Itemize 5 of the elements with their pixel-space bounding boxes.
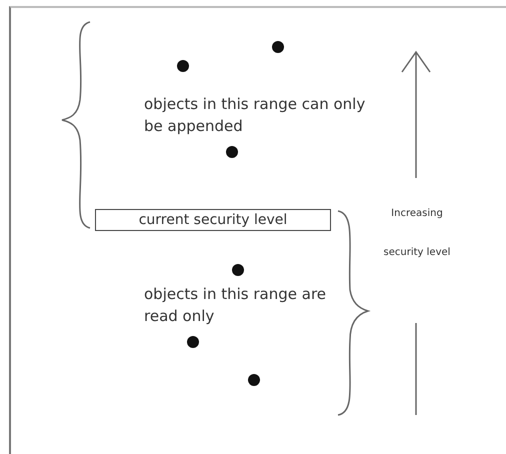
axis-label: Increasing security level [382,207,452,260]
level-box [95,209,331,231]
range-note: objects in this range are read only [144,284,328,327]
box-label: current security level [138,212,288,228]
range-note: objects in this range can only be appended [144,94,366,137]
